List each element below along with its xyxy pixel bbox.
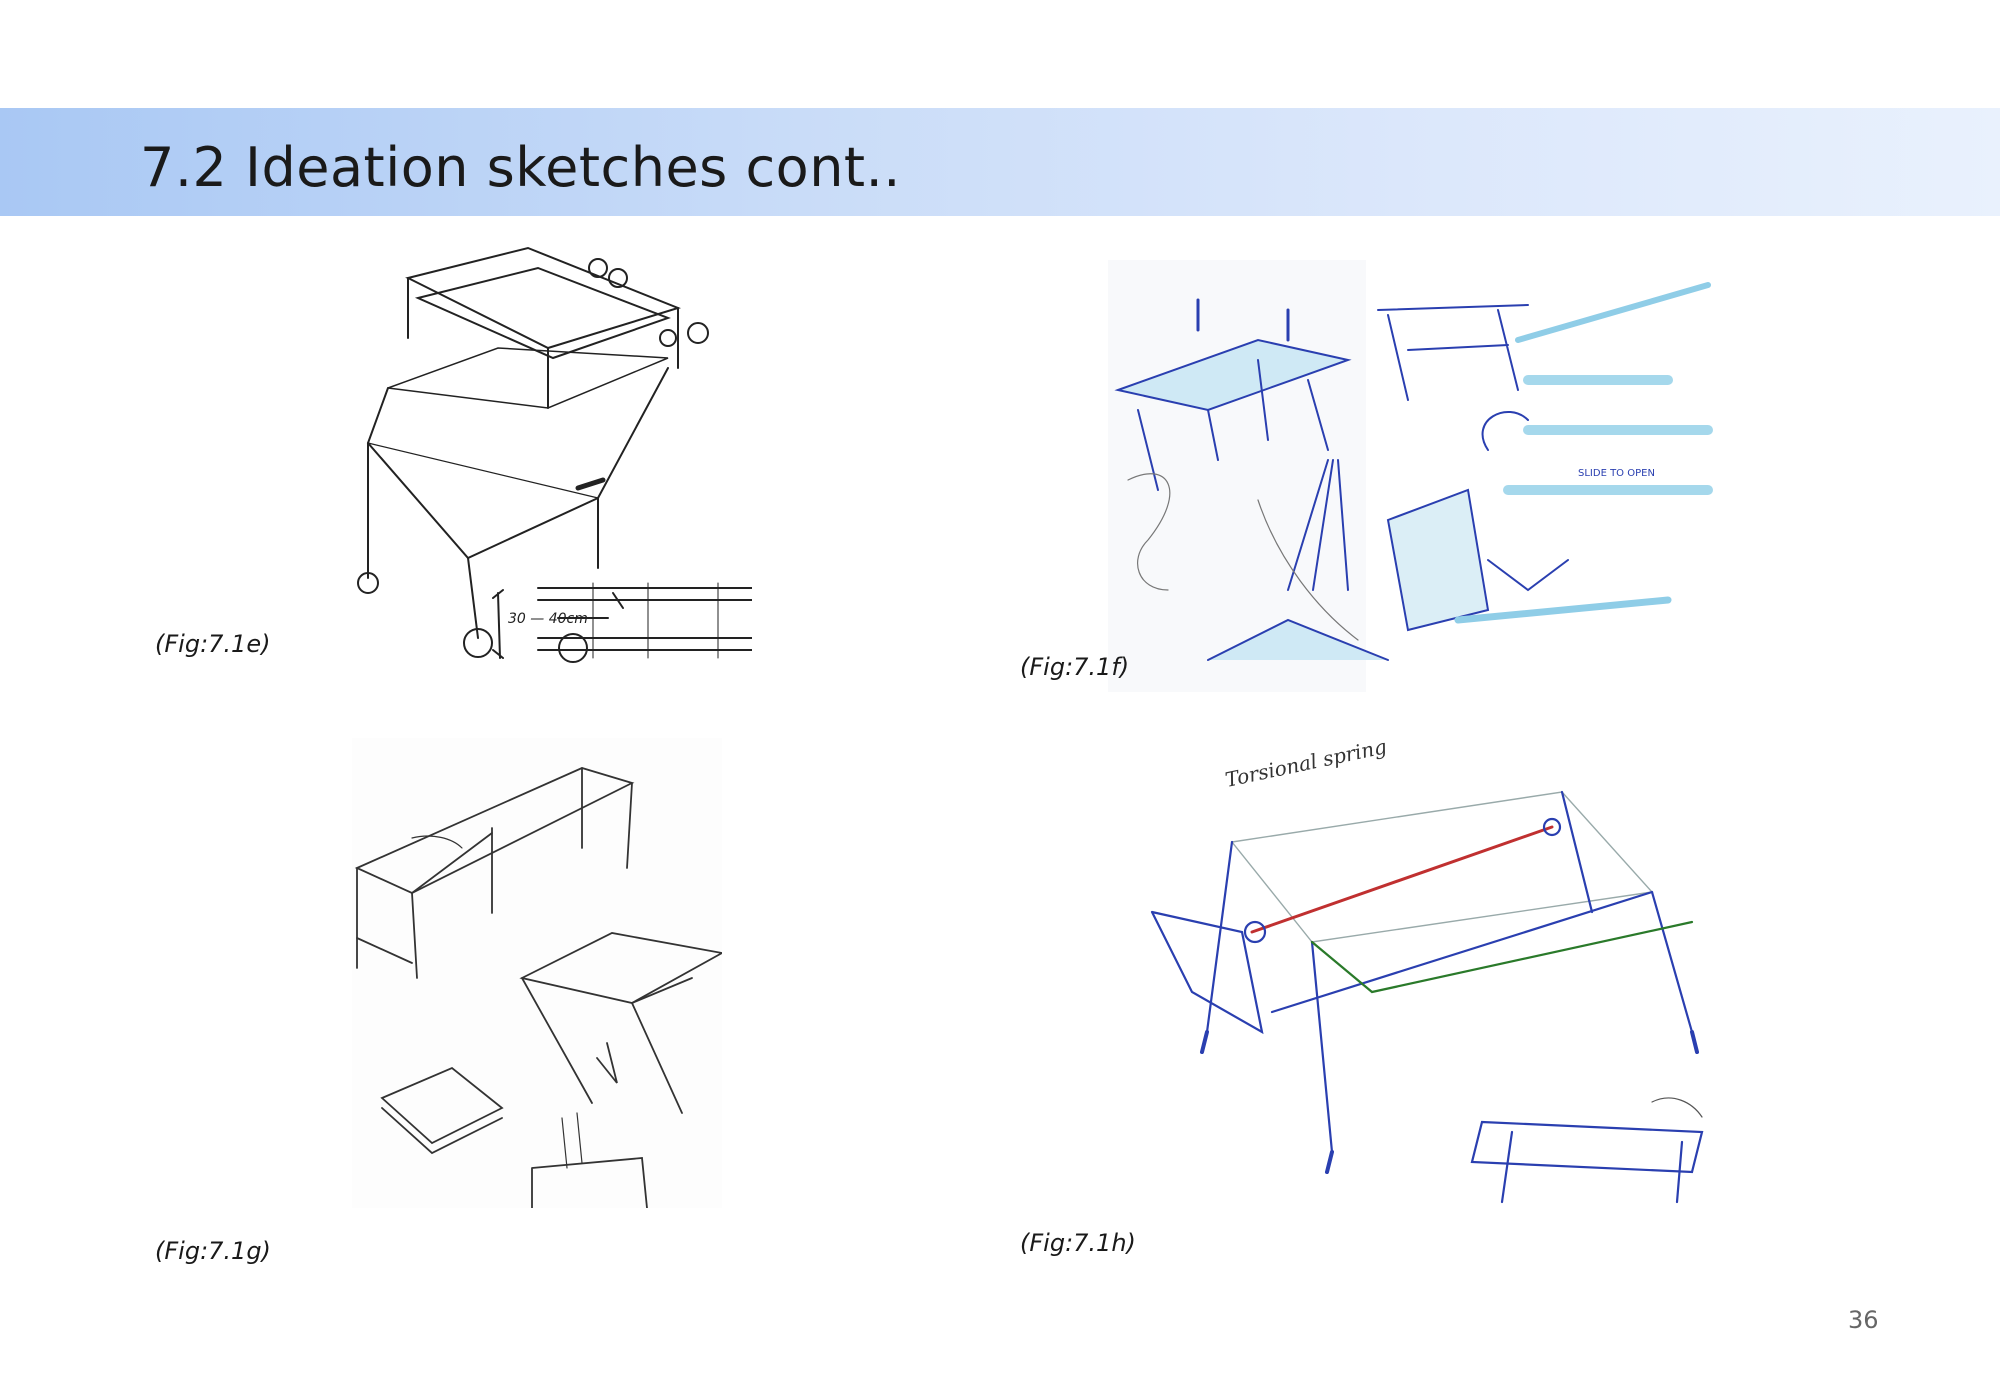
handwritten-label: Torsional spring xyxy=(1223,734,1389,792)
sketch-image-fig-7-1h: Torsional spring xyxy=(1132,732,1734,1206)
sketch-image-fig-7-1f: SLIDE TO OPEN xyxy=(1108,260,1720,692)
caption-fig-7-1e: (Fig:7.1e) xyxy=(155,630,271,658)
handwritten-note: SLIDE TO OPEN xyxy=(1578,468,1655,479)
caption-fig-7-1h: (Fig:7.1h) xyxy=(1020,1229,1136,1257)
sketch-image-fig-7-1e: 30 — 40cm xyxy=(348,238,752,670)
title-band xyxy=(0,108,2000,216)
caption-fig-7-1g: (Fig:7.1g) xyxy=(155,1237,271,1265)
page-number: 36 xyxy=(1848,1306,1879,1334)
caption-fig-7-1f: (Fig:7.1f) xyxy=(1020,653,1130,681)
handwritten-dimension: 30 — 40cm xyxy=(508,611,588,627)
sketch-image-fig-7-1g xyxy=(352,738,722,1208)
page-title: 7.2 Ideation sketches cont.. xyxy=(140,136,901,199)
